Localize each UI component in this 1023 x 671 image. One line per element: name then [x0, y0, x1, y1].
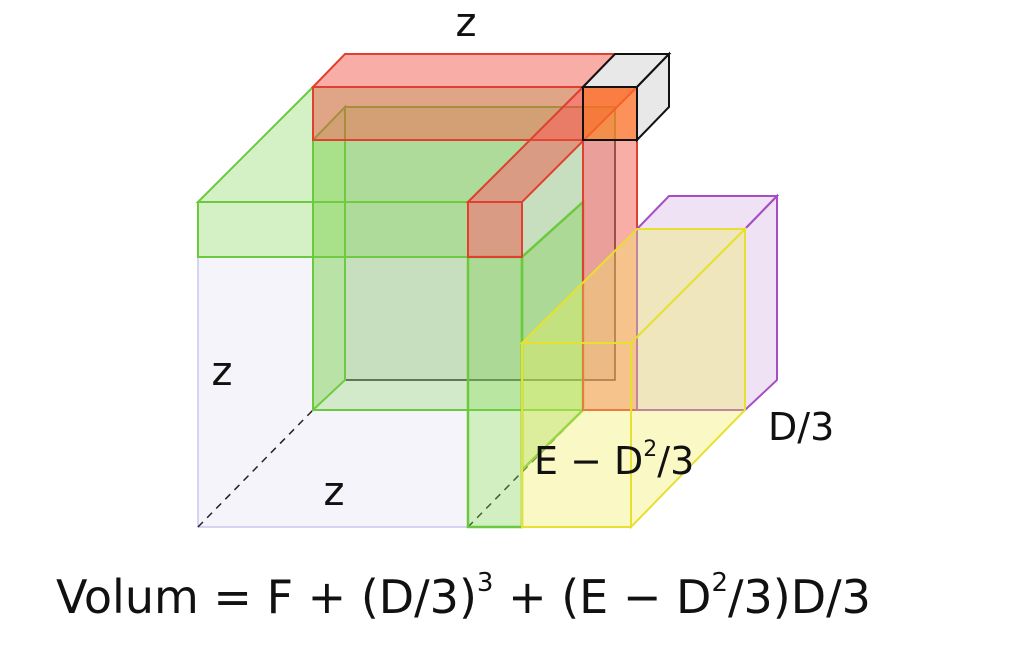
corner-cube: [580, 51, 672, 143]
hidden-edge-bottom-left: [197, 409, 314, 528]
green-slab-right: [466, 199, 585, 529]
bottom-z-label: z: [324, 469, 345, 515]
left-z-label: z: [212, 349, 233, 395]
top-z-label: z: [456, 0, 477, 46]
green-slab-top: [195, 86, 586, 258]
green-slab-back: [312, 104, 616, 413]
volume-formula: Volum = F + (D/3)3 + (E − D2/3)D/3: [56, 568, 871, 624]
yellow-slab: [519, 226, 748, 530]
d3-label: D/3: [768, 405, 834, 449]
purple-slab: [634, 193, 780, 413]
e-minus-d2-label: E − D2/3: [534, 437, 694, 483]
